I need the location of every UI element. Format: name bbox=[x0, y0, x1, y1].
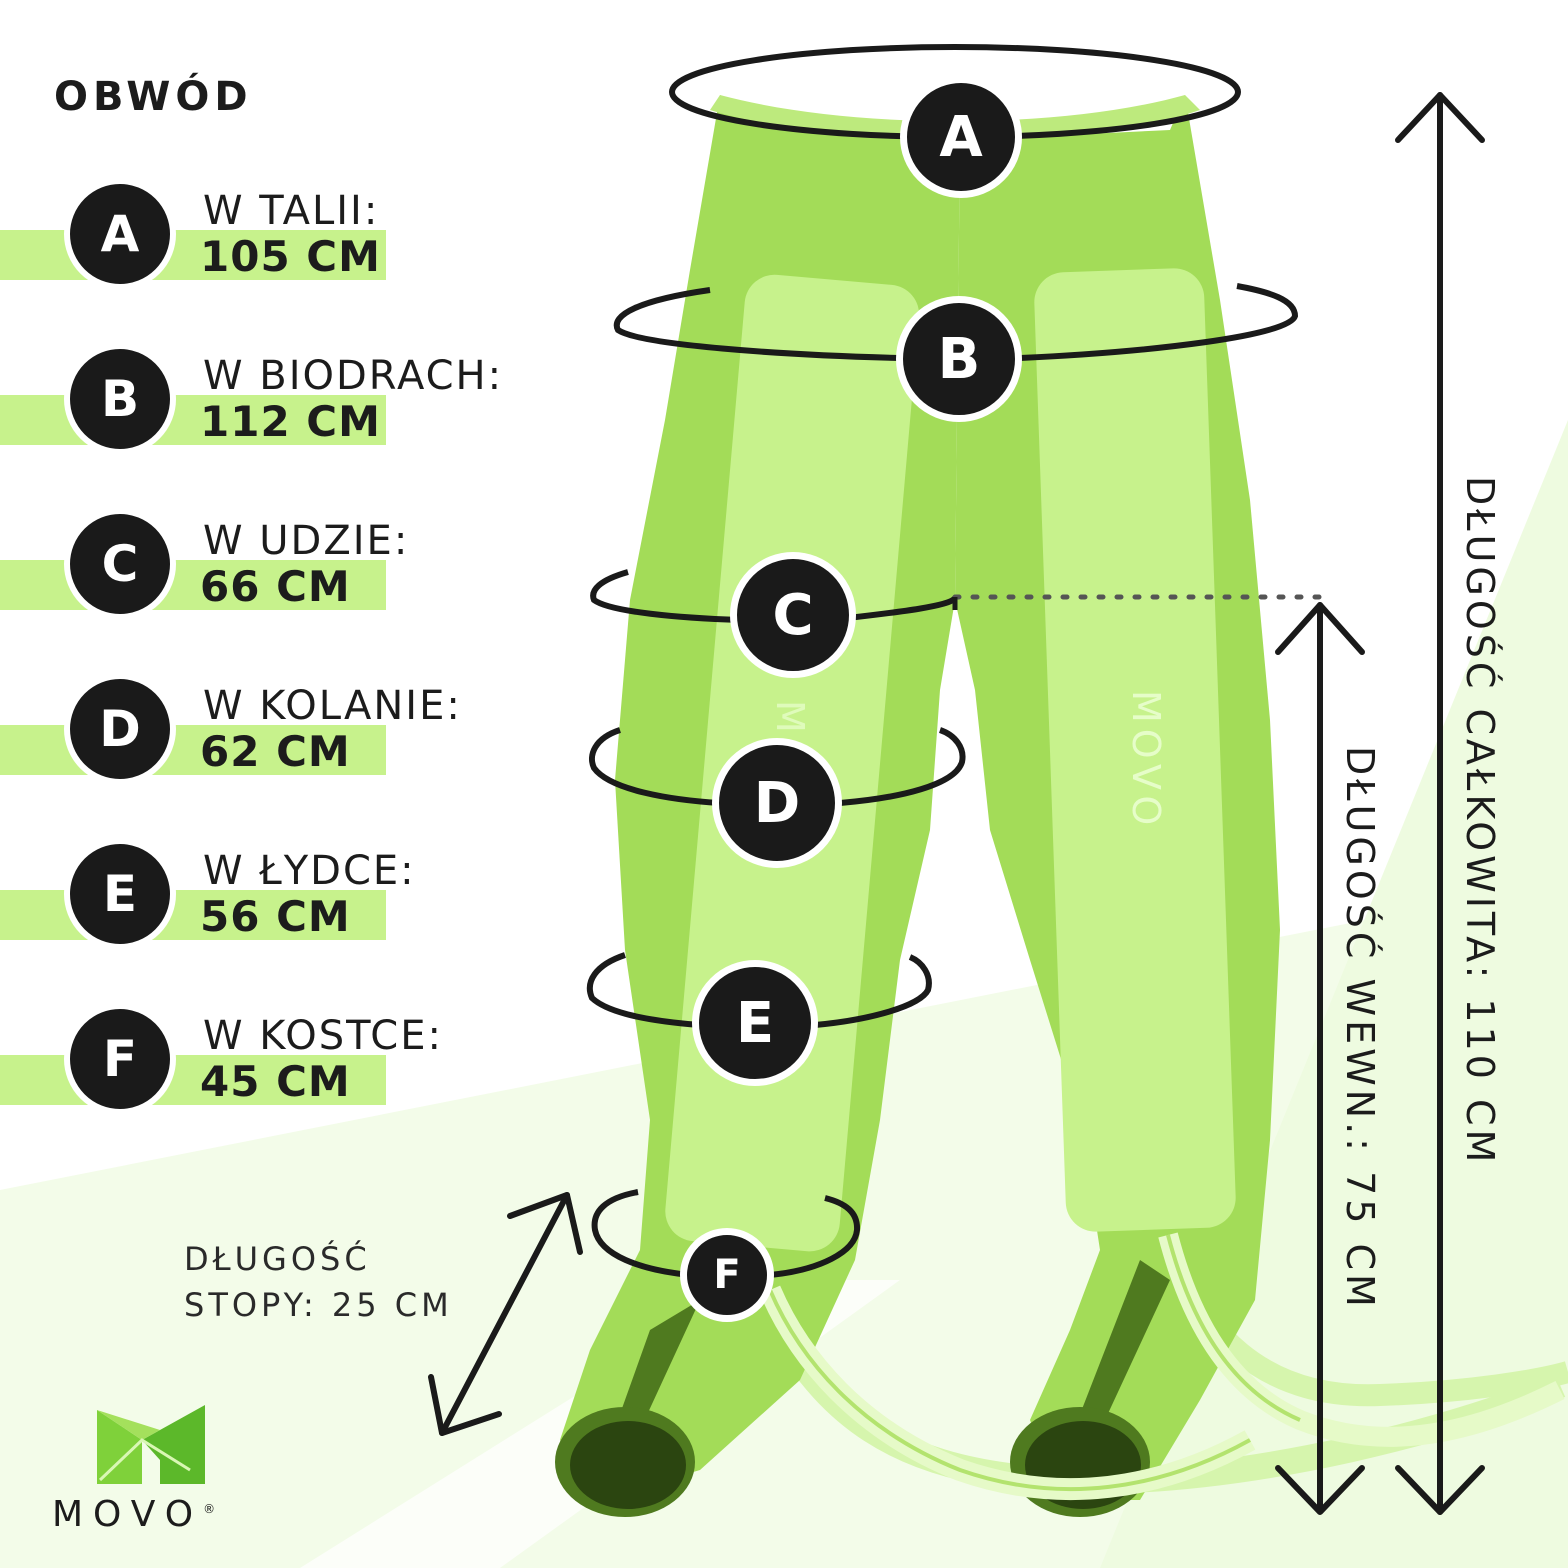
registered-mark: ® bbox=[203, 1502, 216, 1516]
measurement-label: W KOSTCE: bbox=[203, 1013, 443, 1059]
heading: OBWÓD bbox=[54, 74, 253, 120]
measurement-value: 56 CM bbox=[200, 892, 351, 941]
measurement-value: 112 CM bbox=[200, 397, 381, 446]
brand-name: MOVO bbox=[52, 1494, 204, 1535]
measurement-row-c: C W UDZIE: 66 CM bbox=[0, 508, 560, 648]
foot-length-line2: STOPY: 25 CM bbox=[184, 1286, 453, 1324]
measurement-row-e: E W ŁYDCE: 56 CM bbox=[0, 838, 560, 978]
foot-length-label: DŁUGOŚĆ STOPY: 25 CM bbox=[184, 1236, 453, 1328]
letter-badge: B bbox=[64, 343, 176, 455]
marker-e: E bbox=[692, 960, 818, 1086]
letter-badge: D bbox=[64, 673, 176, 785]
inner-length-arrow bbox=[1275, 602, 1365, 1515]
measurement-row-d: D W KOLANIE: 62 CM bbox=[0, 673, 560, 813]
right-panel bbox=[1034, 268, 1236, 1232]
letter-badge: F bbox=[64, 1003, 176, 1115]
movo-logo-mark bbox=[97, 1405, 205, 1484]
measurement-label: W BIODRACH: bbox=[203, 353, 504, 399]
letter-badge: E bbox=[64, 838, 176, 950]
measurement-value: 105 CM bbox=[200, 232, 381, 281]
measurement-row-a: A W TALII: 105 CM bbox=[0, 178, 560, 318]
brand-wordmark: MOVO® bbox=[52, 1494, 215, 1535]
foot-length-line1: DŁUGOŚĆ bbox=[184, 1240, 371, 1278]
marker-d: D bbox=[712, 738, 842, 868]
letter-badge: A bbox=[64, 178, 176, 290]
letter-badge: C bbox=[64, 508, 176, 620]
marker-f: F bbox=[680, 1228, 774, 1322]
measurement-label: W KOLANIE: bbox=[203, 683, 462, 729]
measurement-label: W ŁYDCE: bbox=[203, 848, 416, 894]
marker-a: A bbox=[900, 76, 1022, 198]
measurement-row-f: F W KOSTCE: 45 CM bbox=[0, 1003, 560, 1143]
measurement-label: W TALII: bbox=[203, 188, 380, 234]
foot-length-arrow bbox=[428, 1192, 583, 1436]
total-length-label: DŁUGOŚĆ CAŁKOWITA: 110 CM bbox=[1458, 476, 1502, 1167]
measurement-row-b: B W BIODRACH: 112 CM bbox=[0, 343, 560, 483]
measurement-value: 66 CM bbox=[200, 562, 351, 611]
inner-length-label: DŁUGOŚĆ WEWN.: 75 CM bbox=[1338, 746, 1382, 1311]
marker-b: B bbox=[896, 296, 1022, 422]
measurement-value: 62 CM bbox=[200, 727, 351, 776]
measurement-label: W UDZIE: bbox=[203, 518, 410, 564]
watermark-logo-right: MOVO bbox=[1124, 690, 1168, 832]
total-length-arrow bbox=[1395, 92, 1485, 1515]
marker-c: C bbox=[730, 552, 856, 678]
measurement-value: 45 CM bbox=[200, 1057, 351, 1106]
